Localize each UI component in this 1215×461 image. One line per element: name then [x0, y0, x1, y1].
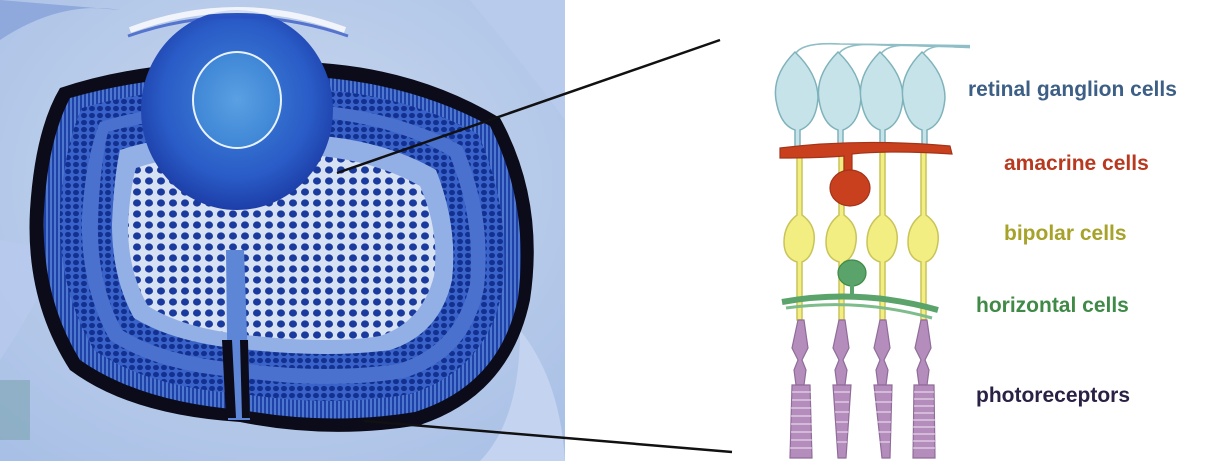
retinal-ganglion-cells	[775, 52, 945, 148]
bipolar-cell	[908, 152, 938, 320]
horizontal-cell	[782, 260, 938, 318]
ganglion-cell	[818, 52, 861, 148]
ganglion-axons	[795, 44, 970, 55]
photoreceptor	[833, 320, 851, 458]
label-photoreceptors: photoreceptors	[976, 384, 1130, 408]
photoreceptors	[790, 320, 935, 458]
photoreceptor	[790, 320, 812, 458]
retina-micrograph	[0, 0, 565, 461]
ganglion-cell	[902, 52, 945, 148]
photoreceptor	[913, 320, 935, 458]
lens-nucleus	[193, 52, 281, 148]
ganglion-cell	[860, 52, 903, 148]
ganglion-cell	[775, 52, 818, 148]
label-amacrine-cells: amacrine cells	[1004, 152, 1149, 176]
photoreceptor	[874, 320, 892, 458]
label-bipolar-cells: bipolar cells	[1004, 222, 1127, 246]
retina-schematic	[740, 30, 970, 461]
bipolar-cell	[784, 152, 814, 320]
label-retinal-ganglion-cells: retinal ganglion cells	[968, 78, 1177, 102]
label-horizontal-cells: horizontal cells	[976, 294, 1129, 318]
